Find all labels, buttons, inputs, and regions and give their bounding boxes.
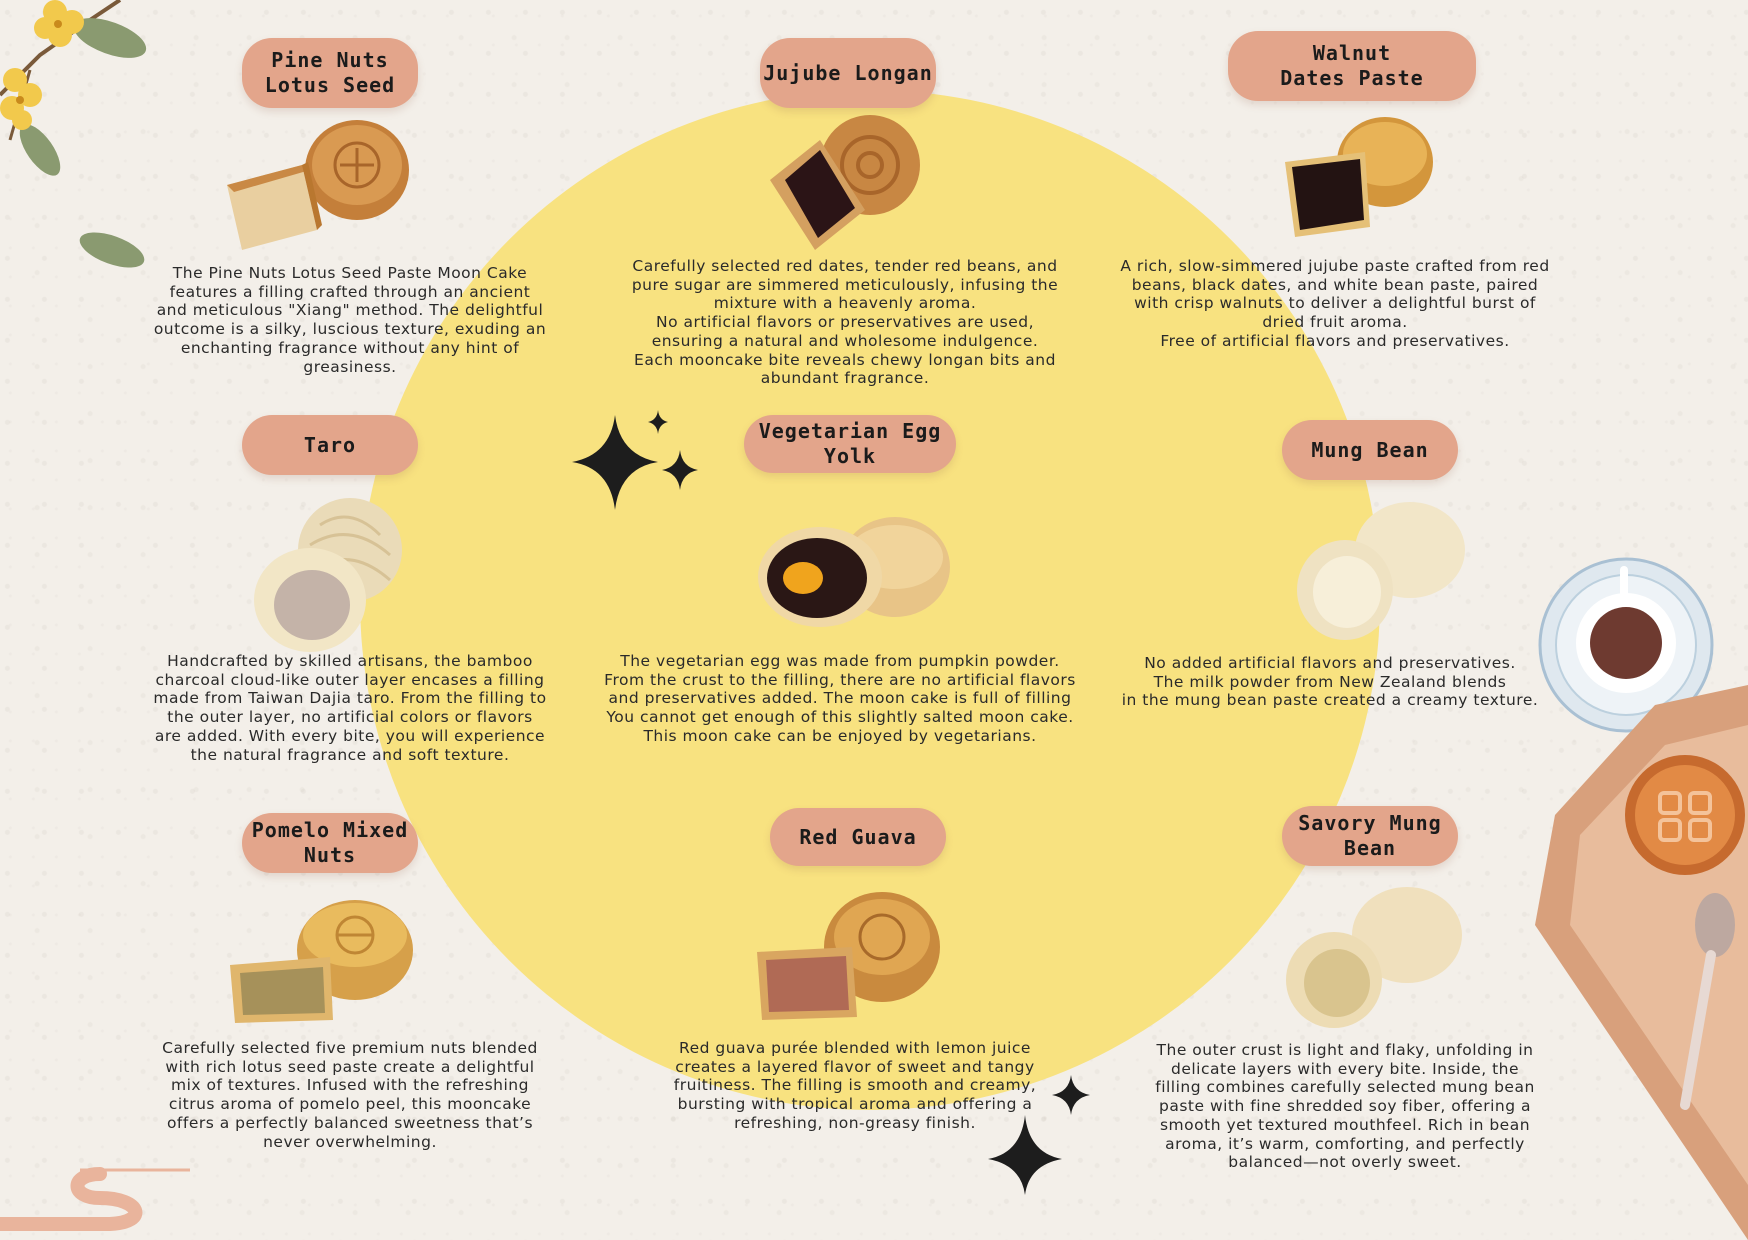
mooncake-image <box>230 900 413 1023</box>
flavor-description: The Pine Nuts Lotus Seed Paste Moon Cake… <box>153 264 547 376</box>
flavor-title-jujube-longan: Jujube Longan <box>760 38 936 108</box>
mooncake-image <box>227 120 409 250</box>
flavor-title-walnut-dates-paste: Walnut Dates Paste <box>1228 31 1476 101</box>
mooncake-image <box>254 498 402 652</box>
flavor-description: Carefully selected red dates, tender red… <box>631 257 1059 388</box>
flavor-description: Carefully selected five premium nuts ble… <box>162 1039 538 1151</box>
flavor-title-mung-bean: Mung Bean <box>1282 420 1458 480</box>
mooncake-image <box>1286 887 1462 1028</box>
mooncake-image <box>757 892 940 1020</box>
mooncake-image <box>1285 117 1433 237</box>
sparkle-icon <box>572 410 698 510</box>
flavor-title-pine-nuts-lotus-seed: Pine Nuts Lotus Seed <box>242 38 418 108</box>
flavor-description: The outer crust is light and flaky, unfo… <box>1155 1041 1535 1172</box>
flavor-title-red-guava: Red Guava <box>770 808 946 866</box>
sparkle-icon <box>988 1075 1090 1195</box>
mooncake-image <box>1297 502 1465 640</box>
flavor-description: The vegetarian egg was made from pumpkin… <box>604 652 1076 745</box>
mooncake-image <box>758 517 950 627</box>
flavor-title-vegetarian-egg-yolk: Vegetarian Egg Yolk <box>744 415 956 473</box>
flavor-title-pomelo-mixed-nuts: Pomelo Mixed Nuts <box>242 813 418 873</box>
osmanthus-flower-icon <box>0 0 147 268</box>
flavor-title-savory-mung-bean: Savory Mung Bean <box>1282 806 1458 866</box>
flavor-title-taro: Taro <box>242 415 418 475</box>
mooncake-image <box>770 115 920 250</box>
flavor-description: Red guava purée blended with lemon juice… <box>673 1039 1037 1132</box>
flavor-description: Handcrafted by skilled artisans, the bam… <box>153 652 547 764</box>
flavor-description: No added artificial flavors and preserva… <box>1121 654 1539 710</box>
flavor-description: A rich, slow-simmered jujube paste craft… <box>1120 257 1550 350</box>
tray-mooncake-icon <box>1535 685 1748 1240</box>
tea-cup-icon <box>1538 557 1714 733</box>
swoosh-decoration <box>0 1167 190 1231</box>
